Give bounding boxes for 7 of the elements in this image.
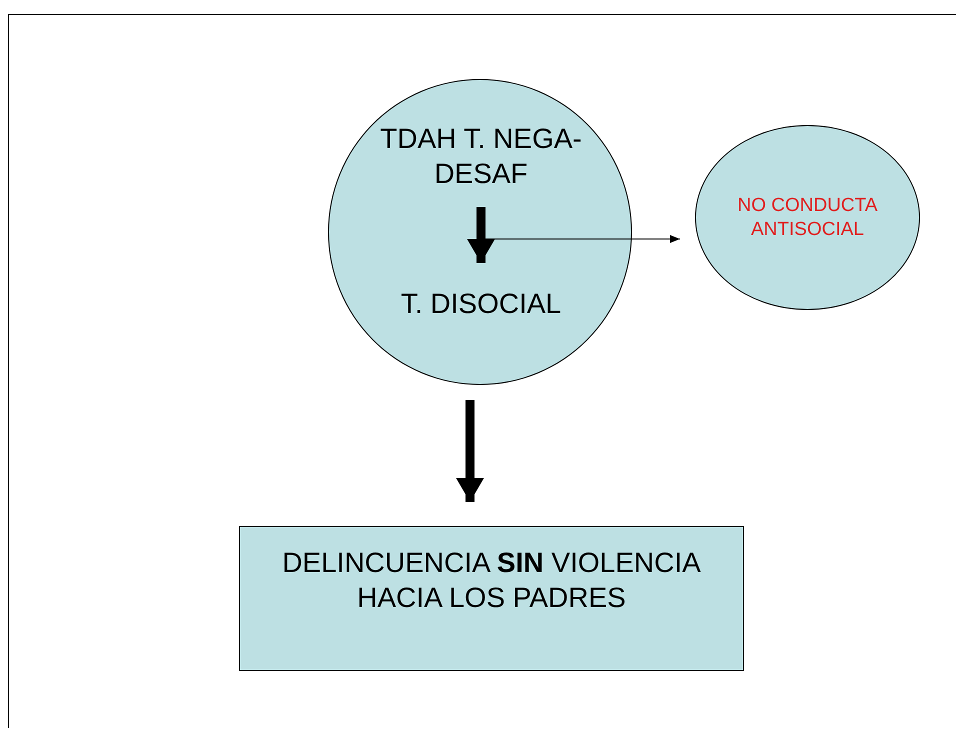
circle-node: NO CONDUCTA ANTISOCIAL: [695, 125, 920, 310]
process-box: DELINCUENCIA SIN VIOLENCIA HACIA LOS PADRES: [239, 526, 744, 671]
node-text: T. DISOCIAL: [369, 268, 593, 338]
arrow: [467, 207, 495, 263]
node-text: TDAH T. NEGA-DESAF: [369, 108, 593, 204]
arrow: [482, 235, 680, 243]
arrow: [456, 400, 484, 502]
